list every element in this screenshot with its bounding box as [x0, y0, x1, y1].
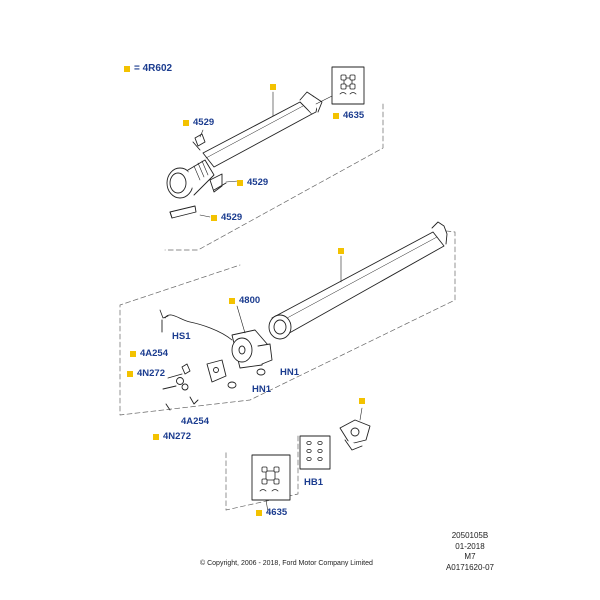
ujoint-bottom-icon — [259, 466, 280, 492]
callout-4n272-b: 4N272 — [153, 431, 191, 442]
callout-4635-top: 4635 — [333, 110, 364, 121]
callout-hn1-b: HN1 — [252, 384, 272, 395]
marker-icon — [237, 179, 243, 186]
callout-4800: 4800 — [229, 295, 260, 306]
reference-line-2: 01-2018 — [455, 541, 485, 551]
marker-icon — [127, 370, 133, 377]
marker-icon — [333, 112, 339, 119]
callout-4529-c: 4529 — [211, 212, 242, 223]
legend-marker-icon — [124, 65, 130, 72]
reference-line-4: A0171620-07 — [445, 562, 494, 572]
center-bearing-4800 — [231, 329, 273, 369]
rear-shaft — [268, 221, 448, 340]
callout-hn1-a: HN1 — [280, 367, 300, 378]
marker-rear-shaft — [338, 248, 344, 254]
callout-4n272-a: 4N272 — [127, 368, 165, 379]
callout-4529-a: 4529 — [183, 117, 214, 128]
marker-front-shaft — [270, 84, 276, 90]
ujoint-top-icon — [339, 74, 357, 95]
marker-icon — [229, 297, 235, 304]
clamp-4529-b — [209, 173, 227, 193]
reference-block: 2050105B 01-2018 M7 A0171620-07 — [446, 531, 494, 573]
bolt-set-icon — [306, 440, 323, 461]
flange-yoke — [339, 419, 371, 451]
lower-frame — [119, 229, 456, 416]
bottom-frame — [225, 435, 299, 511]
marker-icon — [183, 119, 189, 126]
front-shaft — [166, 91, 323, 199]
marker-icon — [130, 350, 136, 357]
reference-line-3: M7 — [464, 552, 476, 561]
marker-icon — [153, 433, 159, 440]
callout-hb1: HB1 — [304, 477, 324, 488]
copyright-text: © Copyright, 2006 - 2018, Ford Motor Com… — [200, 560, 373, 567]
callout-hs1: HS1 — [172, 331, 191, 342]
legend: = 4R602 — [124, 63, 172, 74]
reference-line-1: 2050105B — [451, 531, 489, 540]
marker-icon — [211, 214, 217, 221]
callout-4529-b: 4529 — [237, 177, 268, 188]
upper-frame — [164, 103, 384, 251]
clamp-4529-a — [192, 133, 206, 151]
marker-flange-yoke — [359, 398, 365, 404]
clamp-4529-c — [169, 205, 197, 219]
callout-4635-bottom: 4635 — [256, 507, 287, 518]
marker-icon — [256, 509, 262, 516]
legend-text: = 4R602 — [134, 63, 173, 74]
callout-4a254-b: 4A254 — [181, 416, 209, 427]
callout-4a254-a: 4A254 — [130, 348, 168, 359]
harness-hs1 — [164, 314, 233, 341]
sensor-parts — [162, 359, 266, 411]
bolt-box-hb1 — [299, 435, 331, 470]
